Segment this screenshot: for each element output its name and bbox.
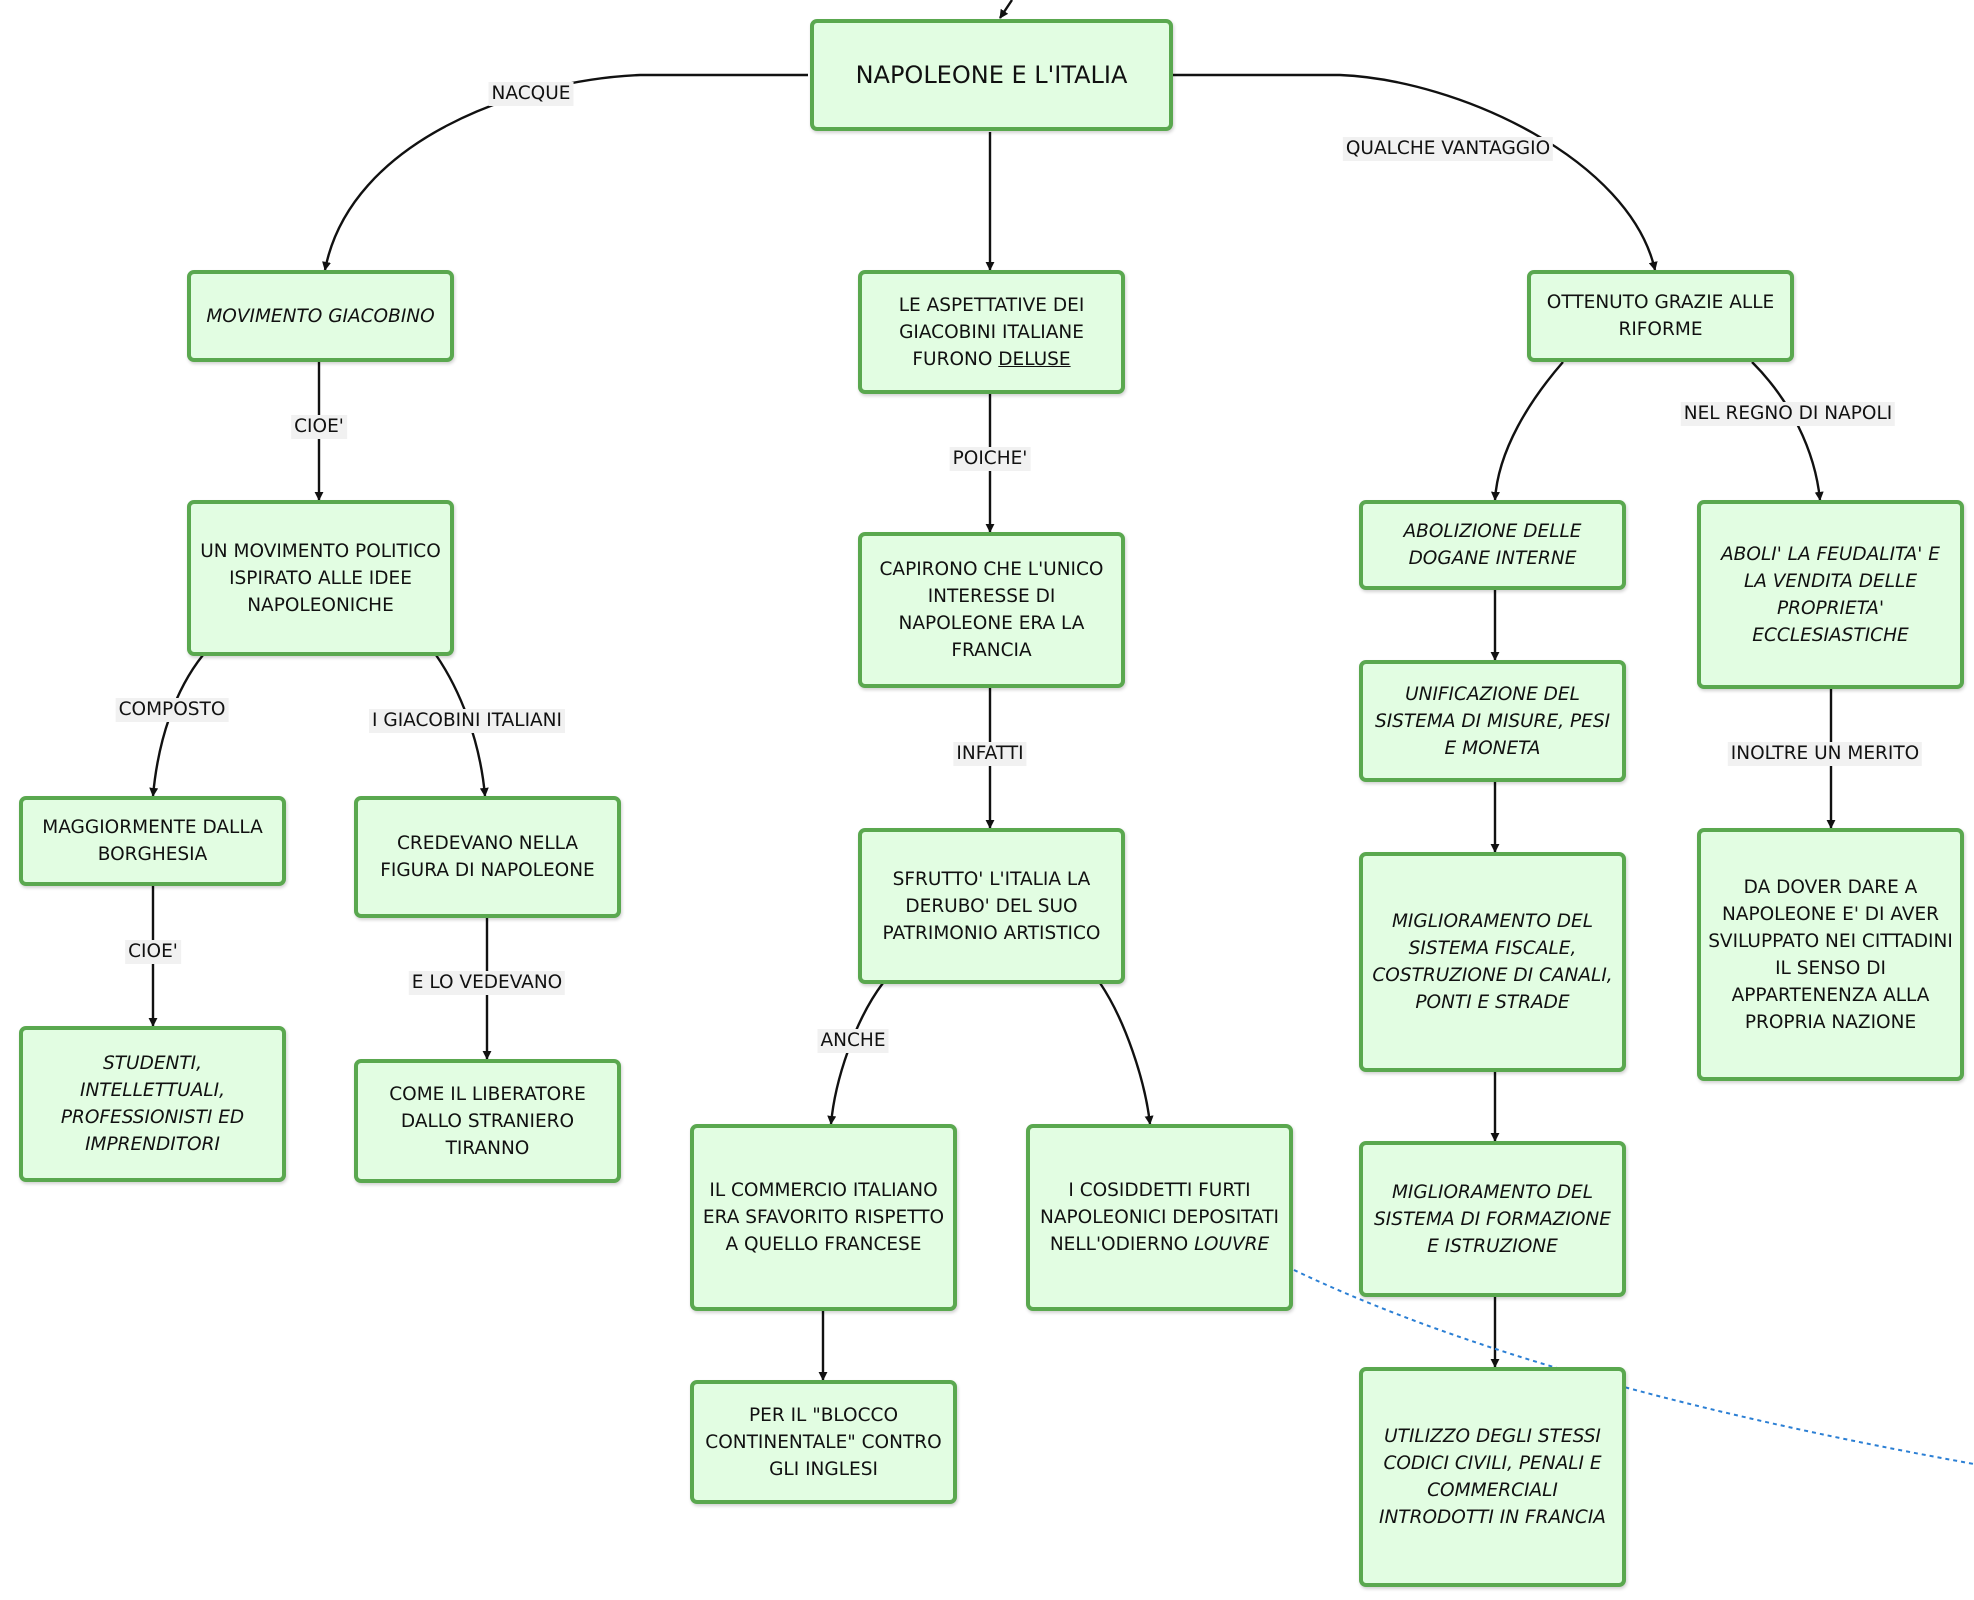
edge-label-anche: ANCHE xyxy=(817,1029,889,1053)
node-text: PER IL "BLOCCO CONTINENTALE" CONTRO GLI … xyxy=(705,1404,942,1480)
node-text: I COSIDDETTI FURTI NAPOLEONICI DEPOSITAT… xyxy=(1036,1177,1283,1258)
node-movimento-giacobino[interactable]: MOVIMENTO GIACOBINO xyxy=(187,270,454,362)
node-fiscale[interactable]: MIGLIORAMENTO DEL SISTEMA FISCALE, COSTR… xyxy=(1359,852,1626,1072)
node-dogane[interactable]: ABOLIZIONE DELLE DOGANE INTERNE xyxy=(1359,500,1626,590)
node-codici[interactable]: UTILIZZO DEGLI STESSI CODICI CIVILI, PEN… xyxy=(1359,1367,1626,1587)
node-ottenuto[interactable]: OTTENUTO GRAZIE ALLE RIFORME xyxy=(1527,270,1794,362)
node-capirono[interactable]: CAPIRONO CHE L'UNICO INTERESSE DI NAPOLE… xyxy=(858,532,1125,688)
node-text: MIGLIORAMENTO DEL SISTEMA FISCALE, COSTR… xyxy=(1372,911,1613,1013)
edge-label-cioe-2: CIOE' xyxy=(125,940,181,964)
root-text: NAPOLEONE E L'ITALIA xyxy=(855,60,1128,89)
edge-label-inoltre: INOLTRE UN MERITO xyxy=(1727,742,1923,766)
node-text-emphasis: DELUSE xyxy=(998,348,1071,370)
node-text: DA DOVER DARE A NAPOLEONE E' DI AVER SVI… xyxy=(1708,876,1953,1033)
node-aspettative[interactable]: LE ASPETTATIVE DEI GIACOBINI ITALIANE FU… xyxy=(858,270,1125,394)
node-movimento-politico[interactable]: UN MOVIMENTO POLITICO ISPIRATO ALLE IDEE… xyxy=(187,500,454,656)
edge-ottenuto-dogane xyxy=(1490,361,1564,501)
node-text: CAPIRONO CHE L'UNICO INTERESSE DI NAPOLE… xyxy=(879,559,1104,661)
edge-label-cioe-1: CIOE' xyxy=(291,415,347,439)
node-text: MIGLIORAMENTO DEL SISTEMA DI FORMAZIONE … xyxy=(1374,1181,1611,1257)
node-commercio[interactable]: IL COMMERCIO ITALIANO ERA SFAVORITO RISP… xyxy=(690,1124,957,1311)
node-text: ABOLIZIONE DELLE DOGANE INTERNE xyxy=(1403,521,1582,569)
edge-root-movimento xyxy=(322,73,808,271)
node-text: IL COMMERCIO ITALIANO ERA SFAVORITO RISP… xyxy=(702,1180,945,1255)
node-text: OTTENUTO GRAZIE ALLE RIFORME xyxy=(1546,292,1775,340)
node-text: SFRUTTO' L'ITALIA LA DERUBO' DEL SUO PAT… xyxy=(882,868,1101,944)
edge-root-ottenuto xyxy=(1172,73,1658,271)
node-studenti[interactable]: STUDENTI, INTELLETTUALI, PROFESSIONISTI … xyxy=(19,1026,286,1182)
node-text: LE ASPETTATIVE DEI GIACOBINI ITALIANE FU… xyxy=(868,292,1115,373)
node-text: ABOLI' LA FEUDALITA' E LA VENDITA DELLE … xyxy=(1721,543,1940,646)
edge-incoming-root xyxy=(999,0,1013,19)
node-sfrutto[interactable]: SFRUTTO' L'ITALIA LA DERUBO' DEL SUO PAT… xyxy=(858,828,1125,984)
node-text: UN MOVIMENTO POLITICO ISPIRATO ALLE IDEE… xyxy=(200,540,441,616)
node-borghesia[interactable]: MAGGIORMENTE DALLA BORGHESIA xyxy=(19,796,286,886)
node-unificazione[interactable]: UNIFICAZIONE DEL SISTEMA DI MISURE, PESI… xyxy=(1359,660,1626,782)
node-furti[interactable]: I COSIDDETTI FURTI NAPOLEONICI DEPOSITAT… xyxy=(1026,1124,1293,1311)
node-text: MOVIMENTO GIACOBINO xyxy=(206,305,435,327)
edge-sfrutto-furti xyxy=(1099,982,1154,1125)
node-text: UNIFICAZIONE DEL SISTEMA DI MISURE, PESI… xyxy=(1374,683,1611,759)
edge-label-regno-napoli: NEL REGNO DI NAPOLI xyxy=(1680,402,1896,426)
edge-label-giacobini-italiani: I GIACOBINI ITALIANI xyxy=(369,709,565,733)
dotted-link xyxy=(1293,1269,1974,1465)
node-feudalita[interactable]: ABOLI' LA FEUDALITA' E LA VENDITA DELLE … xyxy=(1697,500,1964,689)
node-text: MAGGIORMENTE DALLA BORGHESIA xyxy=(42,817,263,865)
node-merito[interactable]: DA DOVER DARE A NAPOLEONE E' DI AVER SVI… xyxy=(1697,828,1964,1081)
edge-label-lo-vedevano: E LO VEDEVANO xyxy=(408,971,566,995)
node-blocco[interactable]: PER IL "BLOCCO CONTINENTALE" CONTRO GLI … xyxy=(690,1380,957,1504)
edge-sfrutto-commercio xyxy=(827,982,884,1125)
edge-label-infatti: INFATTI xyxy=(953,742,1027,766)
node-text: COME IL LIBERATORE DALLO STRANIERO TIRAN… xyxy=(389,1083,586,1159)
node-text-main: I COSIDDETTI FURTI NAPOLEONICI DEPOSITAT… xyxy=(1039,1180,1279,1255)
node-text: CREDEVANO NELLA FIGURA DI NAPOLEONE xyxy=(380,833,595,881)
node-formazione[interactable]: MIGLIORAMENTO DEL SISTEMA DI FORMAZIONE … xyxy=(1359,1141,1626,1297)
node-text: UTILIZZO DEGLI STESSI CODICI CIVILI, PEN… xyxy=(1379,1426,1606,1528)
edge-label-poiche: POICHE' xyxy=(949,447,1031,471)
edge-ottenuto-feudalita xyxy=(1751,361,1824,501)
root-node[interactable]: NAPOLEONE E L'ITALIA xyxy=(810,19,1173,131)
edge-label-nacque: NACQUE xyxy=(488,82,574,106)
node-text: STUDENTI, INTELLETTUALI, PROFESSIONISTI … xyxy=(60,1053,245,1155)
edge-label-qualche-vantaggio: QUALCHE VANTAGGIO xyxy=(1342,137,1554,161)
edge-politico-borghesia xyxy=(149,654,204,797)
edge-label-composto: COMPOSTO xyxy=(115,698,229,722)
node-text-main: LE ASPETTATIVE DEI GIACOBINI ITALIANE FU… xyxy=(898,294,1085,370)
node-credevano[interactable]: CREDEVANO NELLA FIGURA DI NAPOLEONE xyxy=(354,796,621,918)
node-liberatore[interactable]: COME IL LIBERATORE DALLO STRANIERO TIRAN… xyxy=(354,1059,621,1183)
node-text-emphasis: LOUVRE xyxy=(1194,1234,1270,1255)
